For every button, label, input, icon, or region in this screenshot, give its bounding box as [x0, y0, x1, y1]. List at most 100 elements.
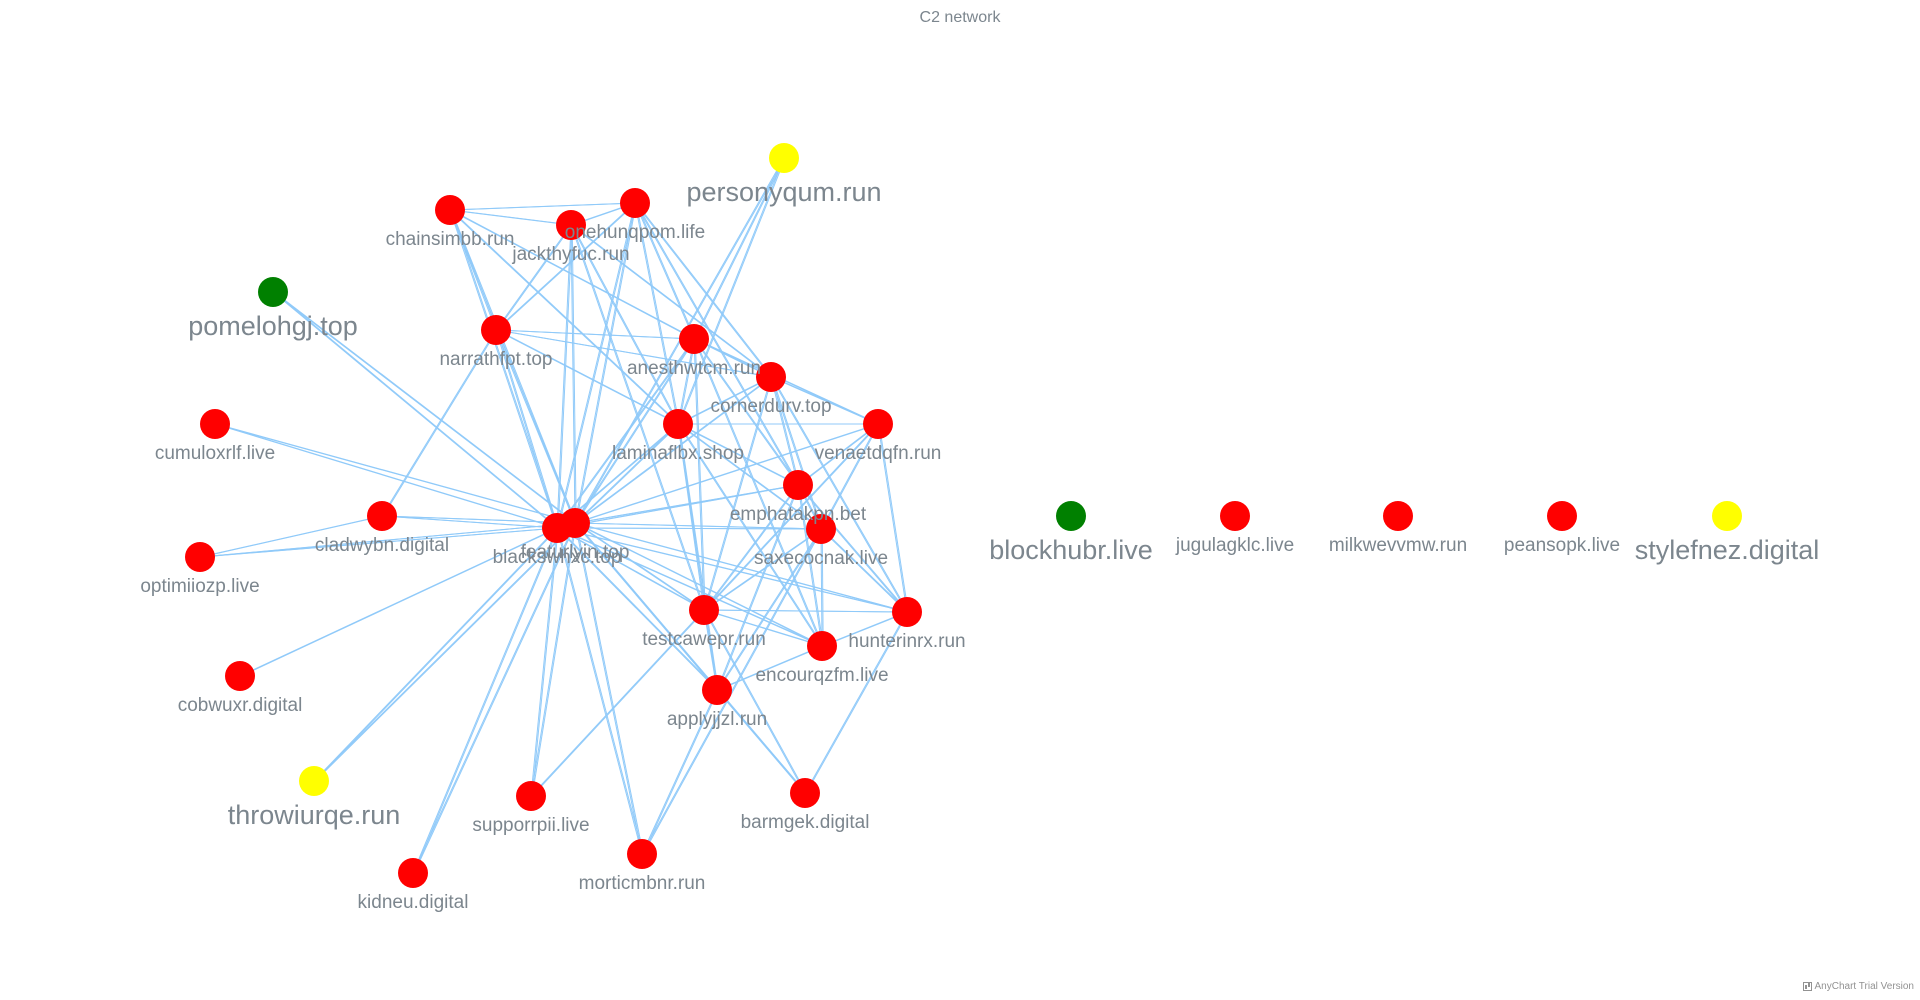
chart-icon: [1802, 982, 1812, 991]
edge-applyjjzl.run-barmgek.digital: [716, 689, 806, 794]
chart-title: C2 network: [919, 9, 1001, 26]
node-stylefnez.digital[interactable]: [1712, 501, 1742, 531]
edge-saxecocnak.live-encourqzfm.live: [820, 528, 823, 647]
credits[interactable]: AnyChart Trial Version: [1802, 981, 1914, 992]
edge-chainsimbb.run-laminaflbx.shop-b: [450, 209, 680, 425]
edge-jackthyfuc.run-testcawepr.run-b: [571, 224, 706, 611]
edge-blackswhxc.top-jackthyfuc.run-b: [557, 224, 573, 529]
node-chainsimbb.run[interactable]: [435, 195, 465, 225]
edge-chainsimbb.run-narrathfpt.top-b: [450, 209, 498, 331]
node-milkwevvmw.run[interactable]: [1383, 501, 1413, 531]
node-cobwuxr.digital[interactable]: [225, 661, 255, 691]
node-label-encourqzfm.live: encourqzfm.live: [755, 665, 888, 686]
node-label-morticmbnr.run: morticmbnr.run: [579, 873, 706, 894]
node-supporrpii.live[interactable]: [516, 781, 546, 811]
node-throwiurqe.run[interactable]: [299, 766, 329, 796]
edge-venaetdqfn.run-saxecocnak.live-b: [821, 423, 880, 530]
edge-jackthyfuc.run-testcawepr.run: [570, 224, 705, 611]
edge-cornerdurv.top-emphatakpn.bet: [770, 376, 799, 486]
node-applyjjzl.run[interactable]: [702, 675, 732, 705]
edge-blackswhxc.top-narrathfpt.top: [495, 329, 558, 529]
node-blockhubr.live[interactable]: [1056, 501, 1086, 531]
node-pomelohgj.top[interactable]: [258, 277, 288, 307]
node-label-stylefnez.digital: stylefnez.digital: [1635, 535, 1820, 565]
edge-saxecocnak.live-hunterinrx.run: [820, 528, 908, 613]
edge-emphatakpn.bet-hunterinrx.run: [797, 484, 908, 613]
edge-anesthwtcm.run-encourqzfm.live: [693, 338, 823, 647]
node-jackthyfuc.run[interactable]: [556, 210, 586, 240]
node-label-featurlyin.top: featurlyin.top: [521, 542, 630, 563]
edge-blackswhxc.top-optimiiozp.live-b: [201, 527, 559, 558]
node-cornerdurv.top[interactable]: [756, 362, 786, 392]
edge-jackthyfuc.run-laminaflbx.shop-b: [571, 224, 680, 425]
node-encourqzfm.live[interactable]: [807, 631, 837, 661]
edge-blackswhxc.top-kidneu.digital: [412, 527, 558, 874]
edge-hunterinrx.run-barmgek.digital: [804, 611, 908, 794]
edge-jackthyfuc.run-narrathfpt.top: [495, 224, 572, 331]
node-emphatakpn.bet[interactable]: [783, 470, 813, 500]
node-cumuloxrlf.live[interactable]: [200, 409, 230, 439]
edge-blackswhxc.top-applyjjzl.run-b: [557, 527, 719, 691]
node-morticmbnr.run[interactable]: [627, 839, 657, 869]
edge-narrathfpt.top-anesthwtcm.run-b: [497, 329, 696, 340]
edge-featurlyin.top-pomelohgj.top-b: [273, 291, 577, 524]
edge-blackswhxc.top-throwiurqe.run-b: [314, 527, 559, 782]
node-narrathfpt.top[interactable]: [481, 315, 511, 345]
node-jugulagklc.live[interactable]: [1220, 501, 1250, 531]
node-optimiiozp.live[interactable]: [185, 542, 215, 572]
edge-featurlyin.top-cumuloxrlf.live-b: [216, 423, 577, 524]
node-laminaflbx.shop[interactable]: [663, 409, 693, 439]
node-saxecocnak.live[interactable]: [806, 514, 836, 544]
edge-featurlyin.top-narrathfpt.top-b: [496, 329, 577, 524]
edge-narrathfpt.top-cladwybn.digital: [381, 329, 497, 517]
edge-blackswhxc.top-encourqzfm.live-b: [557, 527, 824, 647]
edge-chainsimbb.run-laminaflbx.shop: [449, 209, 679, 425]
edge-cornerdurv.top-hunterinrx.run: [770, 376, 908, 613]
node-kidneu.digital[interactable]: [398, 858, 428, 888]
edge-featurlyin.top-throwiurqe.run-b: [314, 522, 577, 782]
node-testcawepr.run[interactable]: [689, 595, 719, 625]
node-peansopk.live[interactable]: [1547, 501, 1577, 531]
node-label-milkwevvmw.run: milkwevvmw.run: [1329, 535, 1467, 556]
node-label-pomelohgj.top: pomelohgj.top: [188, 311, 358, 341]
edge-chainsimbb.run-narrathfpt.top: [449, 209, 497, 331]
node-label-peansopk.live: peansopk.live: [1504, 535, 1620, 556]
edge-chainsimbb.run-onehunqpom.life-b: [451, 202, 637, 211]
edge-cornerdurv.top-laminaflbx.shop: [677, 376, 772, 425]
edge-anesthwtcm.run-venaetdqfn.run-b: [694, 338, 880, 425]
edge-emphatakpn.bet-testcawepr.run: [703, 484, 799, 611]
nodes-layer: [185, 143, 1742, 888]
edge-anesthwtcm.run-testcawepr.run-b: [694, 338, 706, 611]
node-hunterinrx.run[interactable]: [892, 597, 922, 627]
node-personyqum.run[interactable]: [769, 143, 799, 173]
edge-cornerdurv.top-venaetdqfn.run-b: [771, 376, 880, 425]
node-blackswhxc.top[interactable]: [542, 513, 572, 543]
node-barmgek.digital[interactable]: [790, 778, 820, 808]
edge-venaetdqfn.run-hunterinrx.run-b: [878, 423, 909, 613]
edge-narrathfpt.top-laminaflbx.shop-b: [496, 329, 680, 425]
edge-venaetdqfn.run-testcawepr.run: [703, 423, 879, 611]
edge-cornerdurv.top-testcawepr.run-b: [704, 376, 773, 611]
edge-testcawepr.run-supporrpii.live-b: [531, 609, 706, 797]
edge-venaetdqfn.run-testcawepr.run-b: [704, 423, 880, 611]
edge-blackswhxc.top-anesthwtcm.run-b: [557, 338, 696, 529]
edge-laminaflbx.shop-encourqzfm.live-b: [678, 423, 824, 647]
edge-featurlyin.top-onehunqpom.life-b: [575, 202, 637, 524]
node-venaetdqfn.run[interactable]: [863, 409, 893, 439]
edge-chainsimbb.run-jackthyfuc.run-b: [451, 209, 573, 226]
node-label-narrathfpt.top: narrathfpt.top: [439, 349, 552, 370]
edge-featurlyin.top-narrathfpt.top: [495, 329, 576, 524]
node-label-saxecocnak.live: saxecocnak.live: [754, 548, 888, 569]
node-anesthwtcm.run[interactable]: [679, 324, 709, 354]
node-label-personyqum.run: personyqum.run: [686, 177, 881, 207]
node-cladwybn.digital[interactable]: [367, 501, 397, 531]
node-onehunqpom.life[interactable]: [620, 188, 650, 218]
edge-applyjjzl.run-morticmbnr.run-b: [642, 689, 719, 855]
edge-onehunqpom.life-laminaflbx.shop-b: [635, 202, 680, 425]
edge-featurlyin.top-venaetdqfn.run-b: [576, 423, 880, 524]
edge-onehunqpom.life-anesthwtcm.run-b: [635, 202, 696, 340]
edge-testcawepr.run-encourqzfm.live-b: [705, 609, 824, 647]
edge-featurlyin.top-laminaflbx.shop: [574, 423, 679, 524]
edge-emphatakpn.bet-applyjjzl.run-b: [717, 484, 800, 691]
edge-featurlyin.top-kidneu.digital: [412, 522, 576, 874]
